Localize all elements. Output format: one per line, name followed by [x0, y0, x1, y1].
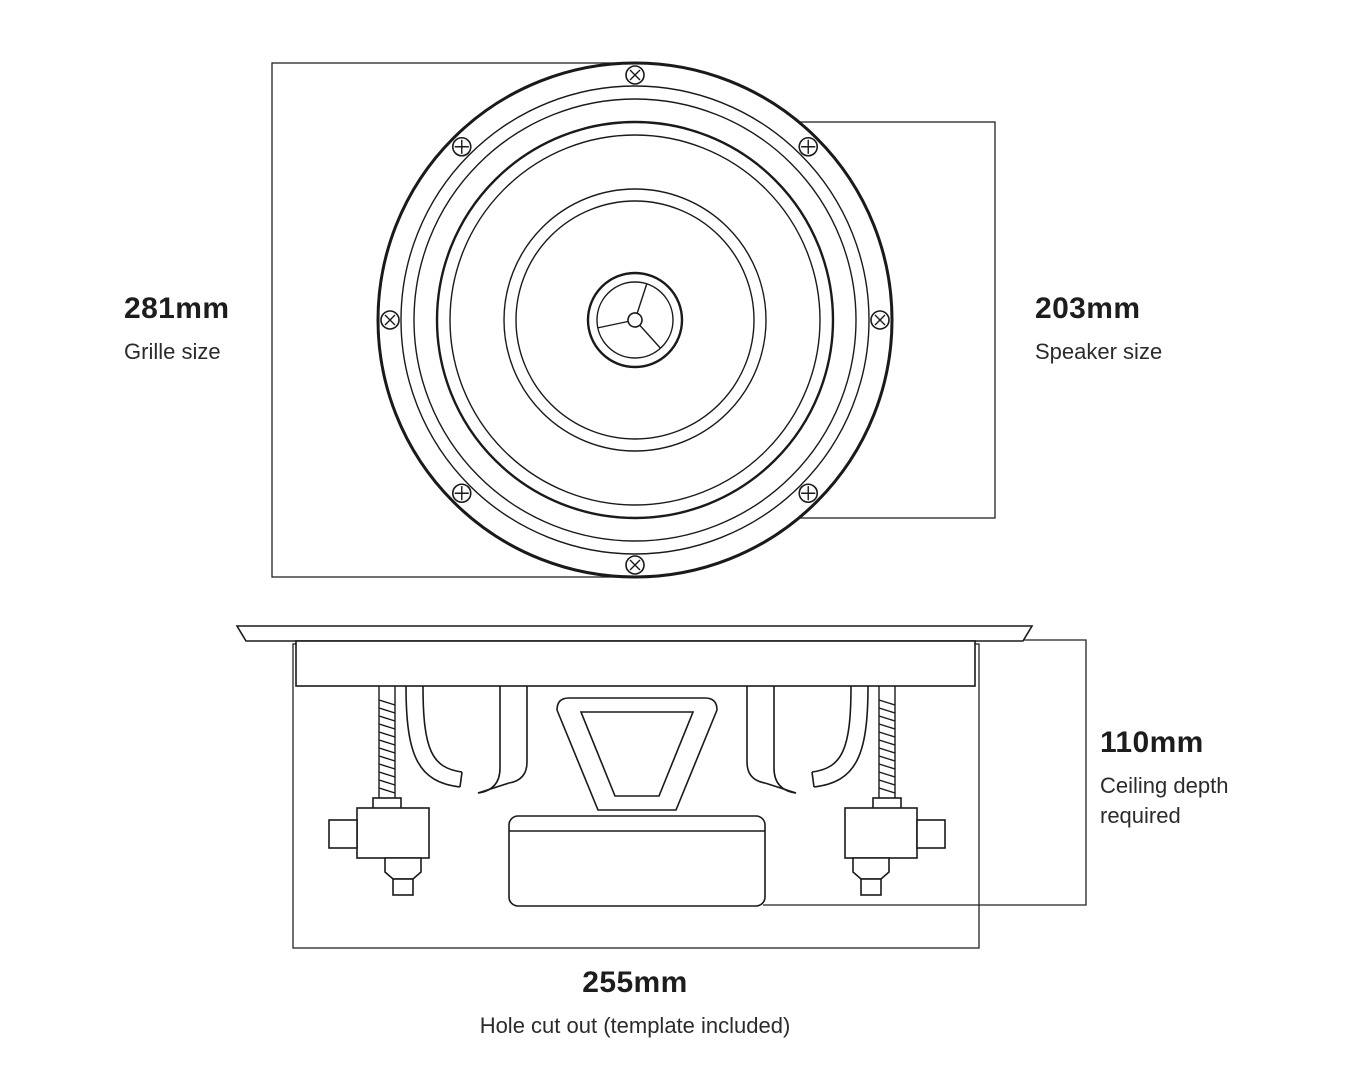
- hole-cutout-caption: Hole cut out (template included): [479, 1013, 791, 1038]
- speaker-frame-inner-ring: [449, 134, 821, 506]
- screw-icon: [798, 483, 819, 504]
- clamp-foot-left: [328, 807, 430, 896]
- ceiling-depth-dimension-bracket: [763, 639, 1087, 906]
- ceiling-depth-caption: Ceiling depth required: [1100, 773, 1229, 828]
- ceiling-flange: [235, 625, 1034, 642]
- speaker-front-view: [376, 61, 894, 579]
- cone-surround-outer-ring: [503, 188, 767, 452]
- speaker-size-caption: Speaker size: [1035, 339, 1163, 364]
- speaker-side-view: [235, 625, 1034, 907]
- driver-cone: [556, 697, 718, 811]
- magnet: [508, 815, 766, 907]
- screw-icon: [625, 65, 645, 85]
- spring-screw-left: [372, 686, 402, 813]
- grille-size-caption: Grille size: [124, 339, 221, 364]
- screw-icon: [451, 136, 472, 157]
- grille-inner-ring-1: [400, 85, 870, 555]
- basket-leg-left: [477, 686, 528, 794]
- clamp-foot-right: [844, 807, 946, 896]
- hole-cutout-label: 255mm Hole cut out (template included): [480, 966, 791, 1041]
- clamp-arm-left: [405, 685, 463, 788]
- spring-screw-right: [872, 686, 902, 813]
- grille-inner-ring-2: [413, 98, 857, 542]
- screw-ring: [380, 65, 890, 575]
- speaker-size-label: 203mm Speaker size: [1035, 292, 1162, 367]
- basket-leg-right: [746, 686, 797, 794]
- ceiling-depth-value: 110mm: [1100, 726, 1204, 759]
- grille-size-value: 281mm: [124, 292, 230, 325]
- screw-icon: [870, 310, 890, 330]
- grille-size-label: 281mm Grille size: [124, 292, 229, 367]
- screw-icon: [451, 483, 472, 504]
- chassis-band: [295, 640, 976, 687]
- clamp-arm-right: [811, 685, 869, 788]
- screw-icon: [380, 310, 400, 330]
- speaker-size-value: 203mm: [1035, 292, 1141, 325]
- dust-cap-inner-ring: [596, 281, 674, 359]
- ceiling-depth-label: 110mm Ceiling depth required: [1100, 726, 1228, 830]
- hole-cutout-value: 255mm: [582, 966, 688, 999]
- cone-surround-inner-ring: [515, 200, 755, 440]
- tweeter-bridge-icon: [597, 283, 662, 349]
- screw-icon: [625, 555, 645, 575]
- screw-icon: [798, 136, 819, 157]
